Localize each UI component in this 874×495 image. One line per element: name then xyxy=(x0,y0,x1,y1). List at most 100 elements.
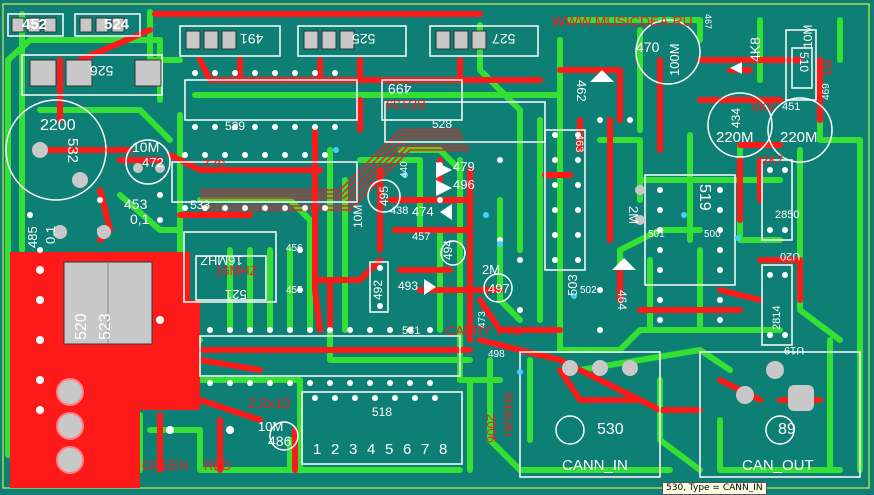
res-455-label: 455 xyxy=(286,285,303,296)
ic-521-label: 521 xyxy=(225,287,247,302)
led-red-label: RED xyxy=(204,458,232,473)
res-464-label: 464 xyxy=(615,290,629,311)
ic-518-label: 518 xyxy=(372,405,393,419)
res-499-label: 499 xyxy=(388,81,412,97)
ground-pads xyxy=(36,266,164,414)
can-out-ref: 89 xyxy=(778,421,796,438)
mounting-holes xyxy=(56,378,84,474)
res-469-label: 469 xyxy=(821,83,832,100)
res-2m-b: 2M xyxy=(626,206,641,225)
cap-470-ref: 470 xyxy=(636,39,660,55)
dip-8: 8 xyxy=(439,441,448,458)
connector-524-label: 524 xyxy=(104,16,130,33)
ic-520-label: 520 xyxy=(73,313,90,340)
component-pads xyxy=(27,70,814,434)
res-492-label: 492 xyxy=(371,279,385,300)
res-486-ref: 486 xyxy=(268,433,292,449)
ic-501-label: 501 xyxy=(648,229,665,240)
ic-519-label: 519 xyxy=(696,184,713,211)
res-438-label: 438 xyxy=(390,205,409,217)
res-495-value: 10M xyxy=(351,204,365,228)
res-440-label: 440 xyxy=(399,161,410,178)
cap-532-ref: 532 xyxy=(64,138,81,164)
res-485-ref: 485 xyxy=(25,226,40,248)
res-472-value: 10M xyxy=(132,139,160,155)
version-label: CARRY V4.1 xyxy=(446,323,522,338)
res-2k7-label: 2K7 xyxy=(762,153,784,167)
res-1m-label: 1M xyxy=(821,59,835,76)
connector-452-label: 452 xyxy=(22,16,48,33)
crystal-label: 16MHZ xyxy=(215,263,258,278)
url-label: WWW.MUSICDEA.RU xyxy=(552,13,693,29)
connector-525-label: 525 xyxy=(352,31,376,47)
res-462-label: 462 xyxy=(574,80,589,102)
res-456-label: 456 xyxy=(286,243,303,254)
dip-3: 3 xyxy=(349,441,358,458)
dip-7: 7 xyxy=(421,441,430,458)
can-out-label: CAN_OUT xyxy=(742,457,814,474)
connector-pads xyxy=(11,17,487,87)
res-498-label: 498 xyxy=(488,349,505,360)
res-472-ref: 472 xyxy=(142,155,164,170)
r2850-label: 2850 xyxy=(775,209,800,221)
connector-526-label: 526 xyxy=(90,63,114,79)
year-label: 2006 xyxy=(484,414,499,443)
ic-528-label: 528 xyxy=(432,117,453,131)
ic-529-label: 529 xyxy=(225,119,246,133)
board-outline xyxy=(2,3,870,489)
u19-label: U19 xyxy=(784,344,805,356)
dip-6: 6 xyxy=(403,441,412,458)
dip-1: 1 xyxy=(313,441,322,458)
pin-header-label: 2.2x10 xyxy=(248,395,291,411)
cann-in-label: CANN_IN xyxy=(562,457,628,474)
res-510-label: 510 xyxy=(797,52,811,73)
res-494-label: 494 xyxy=(441,239,455,260)
res-493-label: 493 xyxy=(398,279,419,293)
cap-434-ref: 434 xyxy=(729,107,743,128)
res-6k8-label: 6K8 xyxy=(752,99,776,114)
ic-531-label: 531 xyxy=(402,325,421,337)
ic-502-label: 502 xyxy=(580,285,597,296)
res-2m-a: 2M xyxy=(482,262,501,277)
res-457-label: 457 xyxy=(412,231,431,243)
cap-451-ref: 451 xyxy=(782,101,801,113)
res-486-value: 10M xyxy=(258,419,284,434)
u20-label: U20 xyxy=(780,250,801,262)
cann-in-ref: 530 xyxy=(597,421,624,438)
res-467-label: 467 xyxy=(703,14,713,30)
cap-470-value: 100M xyxy=(667,43,682,76)
res-485-value: 0,1 xyxy=(43,225,58,244)
cap-532-value: 2200 xyxy=(40,117,76,134)
author-label: SHSUKI xyxy=(501,392,515,437)
dip-5: 5 xyxy=(385,441,394,458)
ic-533-label: 533 xyxy=(190,198,211,212)
r2814-label: 2814 xyxy=(771,305,783,330)
ic-500-label: 500 xyxy=(704,229,721,240)
res-497-label: 497 xyxy=(488,281,510,296)
diode-496-label: 496 xyxy=(453,177,475,192)
cap-451-value: 220M xyxy=(780,129,818,146)
diode-474-label: 474 xyxy=(412,204,434,219)
res-453-value: 0,1 xyxy=(130,211,150,227)
bd139-label: BD139 xyxy=(386,97,426,112)
dip-4: 4 xyxy=(367,441,376,458)
diodes xyxy=(424,62,742,295)
res-469-value: 10M xyxy=(801,24,815,48)
ic-523-label: 523 xyxy=(97,313,114,340)
led-green-label: GREEN xyxy=(142,458,189,473)
res-453-ref: 453 xyxy=(124,196,148,212)
ic-503-label: 503 xyxy=(565,274,580,296)
vias xyxy=(333,147,741,375)
connector-527-label: 527 xyxy=(492,31,516,47)
res-463-label: 463 xyxy=(573,134,585,153)
dip-2: 2 xyxy=(331,441,340,458)
connector-491-label: 491 xyxy=(240,31,264,47)
cap-434-value: 220M xyxy=(716,129,754,146)
diode-479-label: 479 xyxy=(453,159,475,174)
ic-522-label: 522 xyxy=(202,157,226,173)
res-495-ref: 495 xyxy=(377,185,391,206)
res-4k8-label: 4K8 xyxy=(747,37,763,62)
component-tooltip: 530, Type = CANN_IN xyxy=(662,482,767,495)
silkscreen-outlines xyxy=(5,13,861,478)
